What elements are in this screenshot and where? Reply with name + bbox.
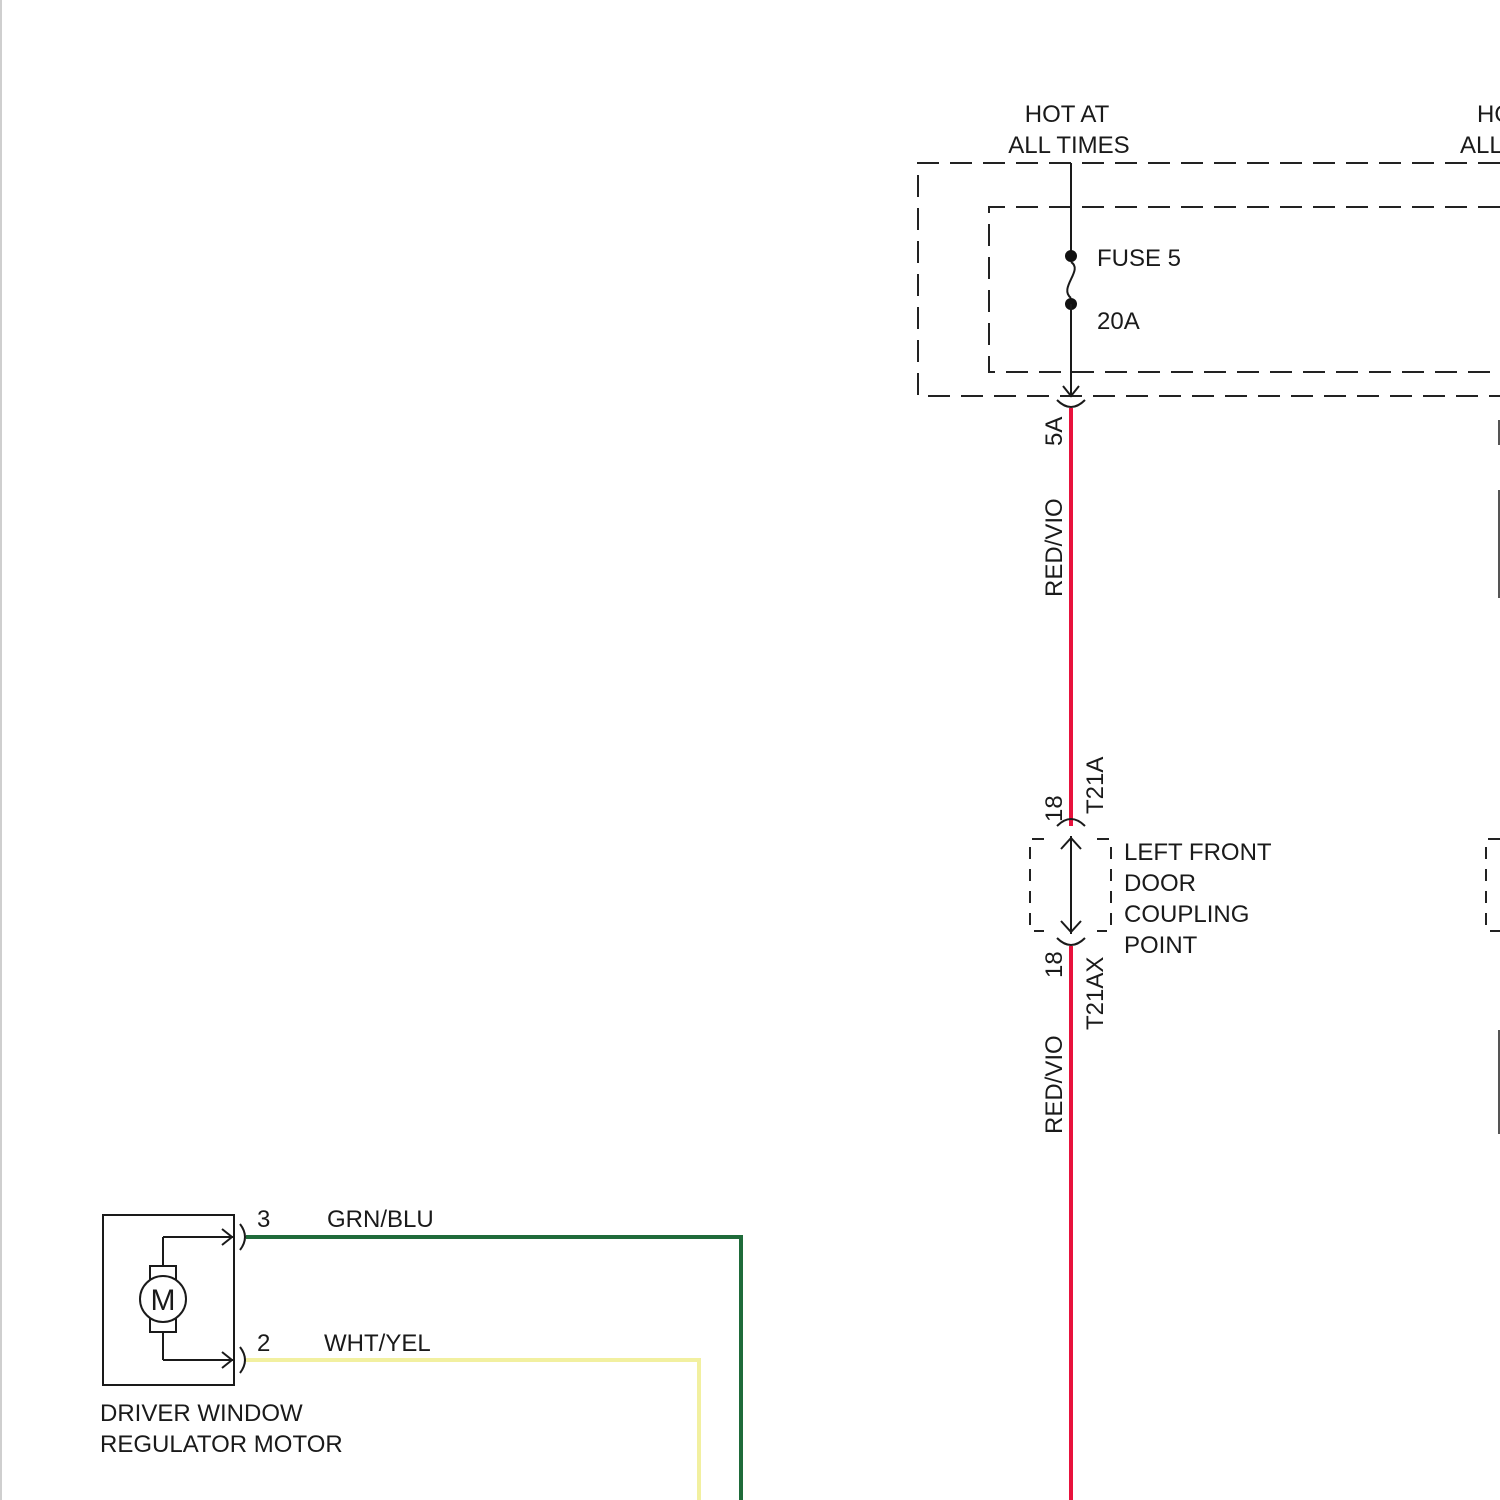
hot-at-all-times-line1: HOT AT — [1025, 101, 1110, 128]
wht-yel-wire — [246, 1360, 699, 1500]
motor-pin-2-cup — [240, 1347, 245, 1373]
motor-pin-3-cup — [240, 1224, 245, 1250]
hot-at-all-times-line2: ALL TIMES — [1008, 132, 1129, 159]
motor-pin-a: 3 — [257, 1206, 270, 1233]
coupling-lower-pin: 18 — [1041, 951, 1068, 978]
motor-wire-a-color: GRN/BLU — [327, 1206, 434, 1233]
connector-t21ax-cup — [1057, 938, 1085, 945]
fuse-name: FUSE 5 — [1097, 245, 1181, 272]
fuse-rating: 20A — [1097, 308, 1140, 335]
motor-label-line2: REGULATOR MOTOR — [100, 1431, 343, 1458]
coupling-upper-connector: T21A — [1082, 757, 1109, 814]
right-hot-label-line1: HO — [1477, 101, 1500, 128]
adjacent-circuit-partial — [1486, 420, 1500, 1134]
fuse-box-outer-border — [918, 163, 1500, 396]
coupling-label-line1: LEFT FRONT — [1124, 839, 1272, 866]
fuse-box-inner-border — [989, 207, 1500, 372]
motor-pin-b: 2 — [257, 1330, 270, 1357]
wire-color-lower: RED/VIO — [1041, 1035, 1068, 1134]
coupling-label-line2: DOOR — [1124, 870, 1196, 897]
right-hot-label-line2: ALL — [1460, 132, 1500, 159]
coupling-label-line4: POINT — [1124, 932, 1198, 959]
coupling-lower-connector: T21AX — [1082, 957, 1109, 1030]
fuse-symbol — [1065, 250, 1077, 310]
connector-5a-cup — [1057, 400, 1085, 407]
motor-label-line1: DRIVER WINDOW — [100, 1400, 303, 1427]
coupling-label-line3: COUPLING — [1124, 901, 1249, 928]
coupling-box-left — [1030, 839, 1044, 931]
coupling-box-right — [1097, 839, 1111, 931]
motor-symbol-letter: M — [151, 1284, 176, 1317]
coupling-upper-pin: 18 — [1041, 795, 1068, 822]
grn-blu-wire — [246, 1237, 741, 1500]
motor-wire-b-color: WHT/YEL — [324, 1330, 431, 1357]
wire-color-upper: RED/VIO — [1041, 498, 1068, 597]
connector-pin-5a: 5A — [1041, 417, 1068, 446]
